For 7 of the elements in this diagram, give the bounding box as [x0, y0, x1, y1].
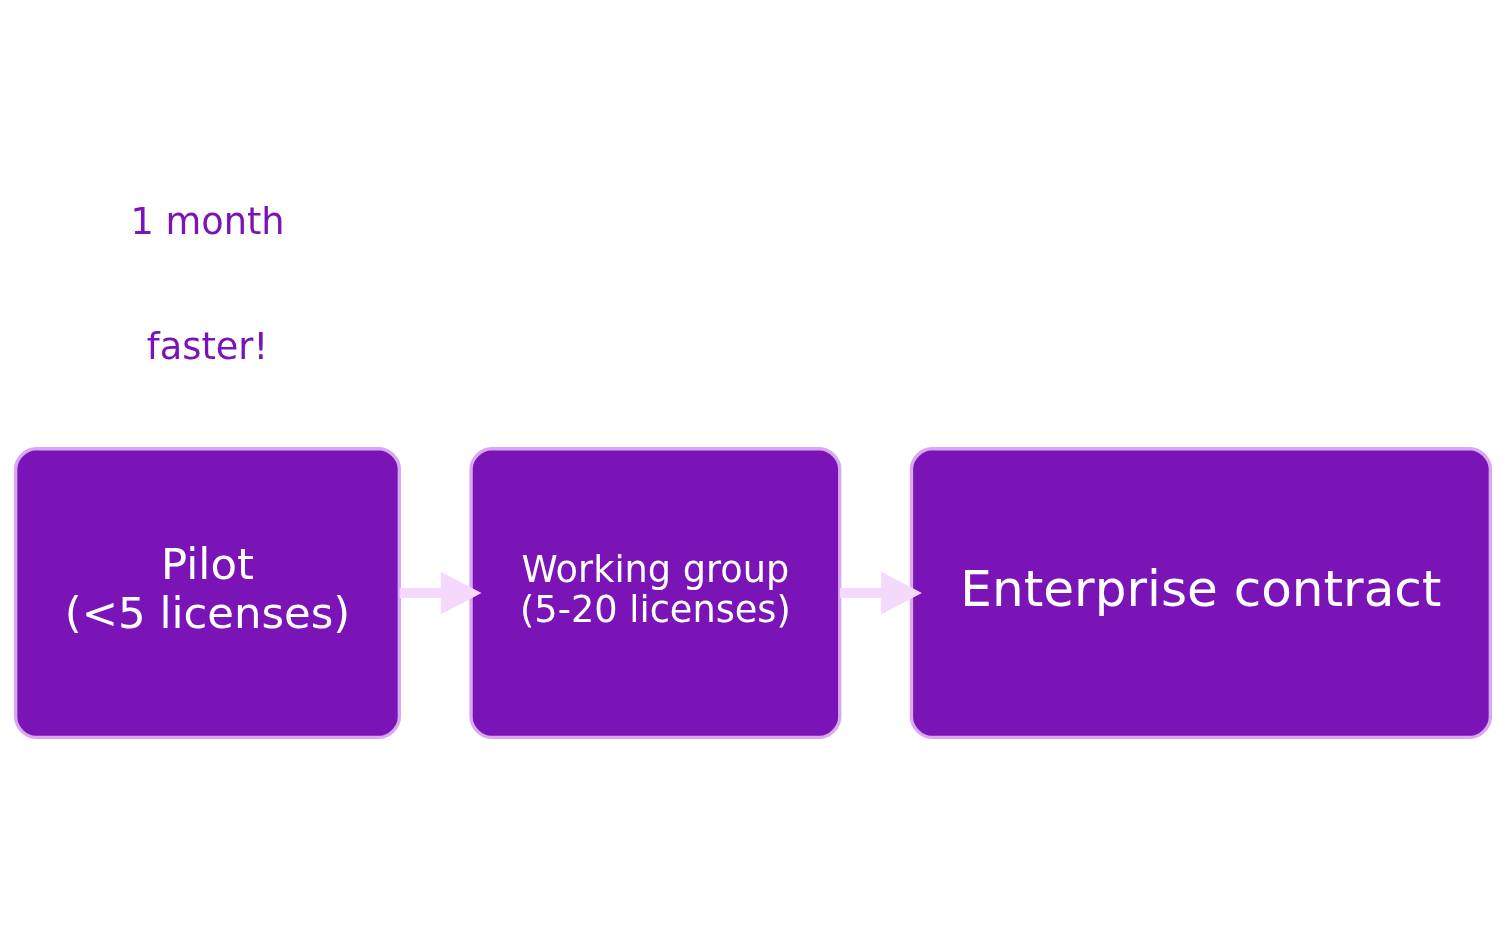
- node-box: Enterprise contract: [909, 446, 1492, 739]
- label: faster!: [146, 324, 269, 368]
- arrow: [839, 571, 922, 614]
- node-box: Pilot (<5 licenses): [14, 446, 402, 739]
- arrow: [399, 571, 482, 614]
- label: 1 month: [130, 199, 285, 243]
- node-box: Working group (5-20 licenses): [469, 446, 842, 739]
